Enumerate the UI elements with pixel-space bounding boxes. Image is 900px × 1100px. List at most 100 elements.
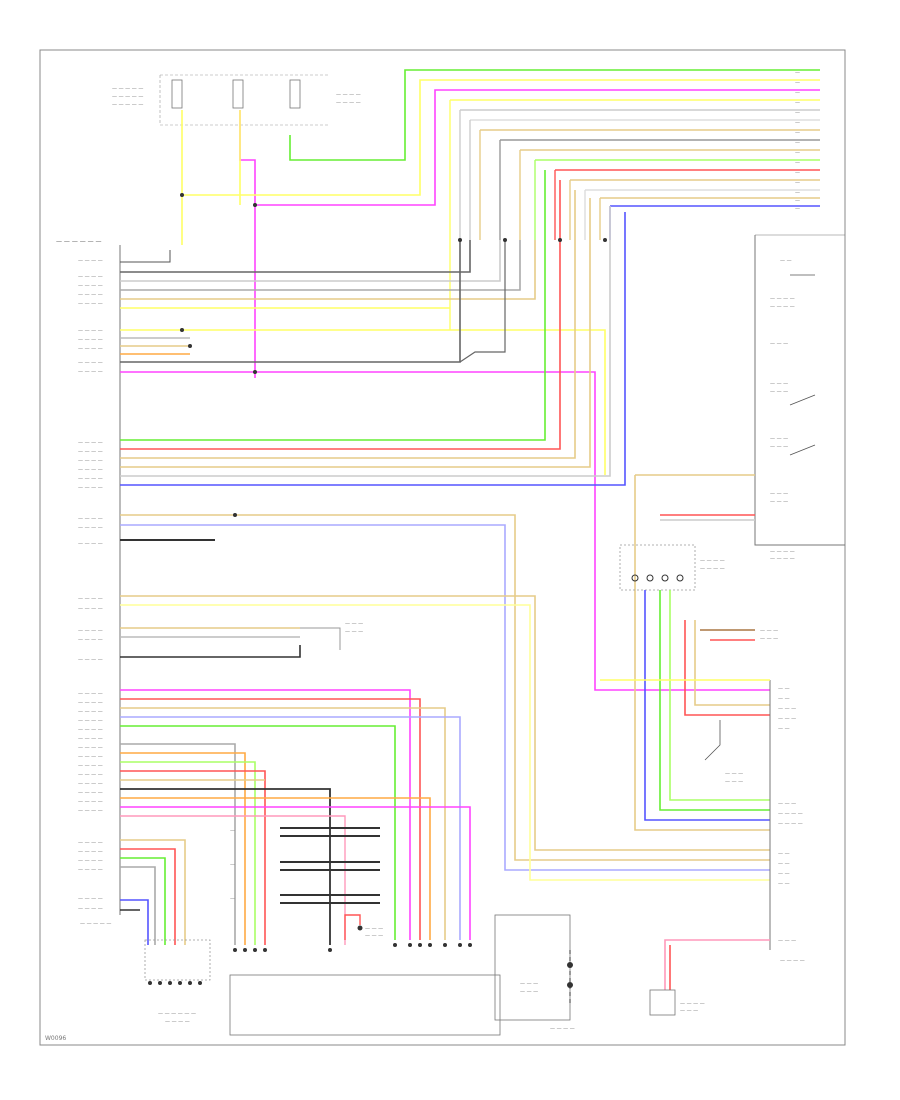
svg-text:— — —: — — — (770, 389, 788, 395)
svg-text:— — — —: — — — — (336, 100, 361, 106)
svg-text:— — — —: — — — — (78, 736, 103, 742)
fuse-block-top: — — — — — — — — — — — — — — — — — — — — … (112, 74, 361, 126)
svg-text:— — —: — — — (770, 381, 788, 387)
svg-text:— — —: — — — (770, 436, 788, 442)
svg-text:— — —: — — — (770, 444, 788, 450)
svg-text:— — — —: — — — — (78, 541, 103, 547)
svg-text:—: — (795, 100, 800, 106)
svg-text:— — — —: — — — — (78, 258, 103, 264)
svg-text:— — — — —: — — — — — (112, 94, 143, 100)
left-pin-labels: — — — — — — — — — — — — — — — — — — — — … (78, 258, 103, 912)
svg-text:— — — —: — — — — (78, 754, 103, 760)
svg-text:— — — —: — — — — (78, 896, 103, 902)
left-module-label: — — — — — — (56, 238, 102, 245)
svg-text:— — —: — — — (725, 771, 743, 777)
svg-text:— — — —: — — — — (78, 808, 103, 814)
svg-text:— — — —: — — — — (78, 516, 103, 522)
svg-text:—: — (795, 190, 800, 196)
svg-text:— — —: — — — (520, 989, 538, 995)
svg-text:— — —: — — — (778, 801, 796, 807)
svg-text:— — — —: — — — — (770, 556, 795, 562)
svg-text:— — —: — — — (725, 779, 743, 785)
svg-text:—: — (795, 70, 800, 76)
svg-text:— — — —: — — — — (78, 628, 103, 634)
svg-text:— — — —: — — — — (78, 745, 103, 751)
svg-text:— — — —: — — — — (78, 346, 103, 352)
svg-text:— — — —: — — — — (78, 449, 103, 455)
right-lower-module: — — — — — — — — — — — — — — — — — — — — … (769, 680, 805, 964)
svg-text:—: — (795, 90, 800, 96)
svg-text:— — —: — — — (778, 706, 796, 712)
svg-text:— — — —: — — — — (680, 1001, 705, 1007)
svg-text:— — — —: — — — — (165, 1019, 190, 1025)
svg-text:— — — —: — — — — (778, 811, 803, 817)
ground-component: — — — — — — (344, 914, 383, 940)
svg-text:— — — —: — — — — (78, 337, 103, 343)
svg-text:— — — —: — — — — (78, 727, 103, 733)
right-upper-module: — — — — — — — — — — — — — — — — — — — — … (754, 234, 845, 562)
svg-text:— — — —: — — — — (336, 92, 361, 98)
svg-text:— —: — — (778, 696, 790, 702)
svg-text:— —: — — (778, 686, 790, 692)
svg-text:— — —: — — — (778, 938, 796, 944)
bottom-connector-pins (233, 943, 472, 952)
svg-text:— — —: — — — (770, 499, 788, 505)
svg-text:— —: — — (778, 851, 790, 857)
svg-text:— — — —: — — — — (78, 858, 103, 864)
svg-text:— — — —: — — — — (78, 718, 103, 724)
svg-text:—: — (795, 80, 800, 86)
svg-text:— — — —: — — — — (78, 709, 103, 715)
svg-text:— — — —: — — — — (78, 763, 103, 769)
svg-text:—: — (230, 828, 235, 834)
svg-text:— — — —: — — — — (78, 485, 103, 491)
svg-text:— — — —: — — — — (78, 476, 103, 482)
svg-text:— — — —: — — — — (78, 849, 103, 855)
svg-text:— —: — — (778, 861, 790, 867)
connector-ill: — — — — — — — (649, 989, 705, 1016)
sensor-bottom: — — — — — — — — — — (494, 914, 575, 1032)
svg-text:— — — —: — — — — (78, 840, 103, 846)
svg-text:—: — (795, 110, 800, 116)
svg-text:— — —: — — — (520, 981, 538, 987)
junction-block-mid: — — — (229, 827, 501, 1036)
svg-text:— — — —: — — — — (78, 292, 103, 298)
connector-clock-spring: — — — — — — — — — — (144, 939, 211, 1025)
svg-text:— — — —: — — — — (78, 691, 103, 697)
svg-text:— — — —: — — — — (78, 369, 103, 375)
svg-text:— — — —: — — — — (78, 328, 103, 334)
svg-text:—: — (795, 130, 800, 136)
svg-text:—: — (230, 896, 235, 902)
svg-text:— — — —: — — — — (78, 301, 103, 307)
combination-switch: — — — — — — — — (619, 544, 725, 591)
left-module: — — — — — — — — — — — (56, 238, 121, 927)
svg-text:— — — —: — — — — (78, 596, 103, 602)
svg-text:— — —: — — — (760, 636, 778, 642)
svg-text:—: — (795, 120, 800, 126)
svg-text:— — — —: — — — — (778, 821, 803, 827)
svg-text:— — — —: — — — — (78, 799, 103, 805)
svg-text:— — — —: — — — — (770, 296, 795, 302)
svg-text:—: — (795, 150, 800, 156)
svg-text:— — — —: — — — — (78, 906, 103, 912)
svg-text:— — — —: — — — — (78, 637, 103, 643)
splice-points (180, 193, 607, 517)
svg-text:— — — —: — — — — (78, 781, 103, 787)
svg-text:— — — —: — — — — (700, 558, 725, 564)
svg-text:— — — —: — — — — (550, 1026, 575, 1032)
svg-text:— — —: — — — (365, 933, 383, 939)
svg-text:— —: — — (778, 726, 790, 732)
svg-text:— — — —: — — — — (78, 467, 103, 473)
svg-text:— — — —: — — — — (78, 772, 103, 778)
svg-text:— — —: — — — (345, 629, 363, 635)
svg-text:— — — —: — — — — (78, 360, 103, 366)
svg-text:—: — (795, 140, 800, 146)
svg-text:— —: — — (778, 871, 790, 877)
svg-text:— — — — — —: — — — — — — (158, 1011, 196, 1017)
diagram-frame (39, 49, 846, 1046)
svg-text:— — —: — — — (345, 621, 363, 627)
svg-text:— — — —: — — — — (78, 867, 103, 873)
svg-text:— — —: — — — (770, 341, 788, 347)
svg-text:— — — —: — — — — (78, 657, 103, 663)
svg-text:—: — (795, 170, 800, 176)
